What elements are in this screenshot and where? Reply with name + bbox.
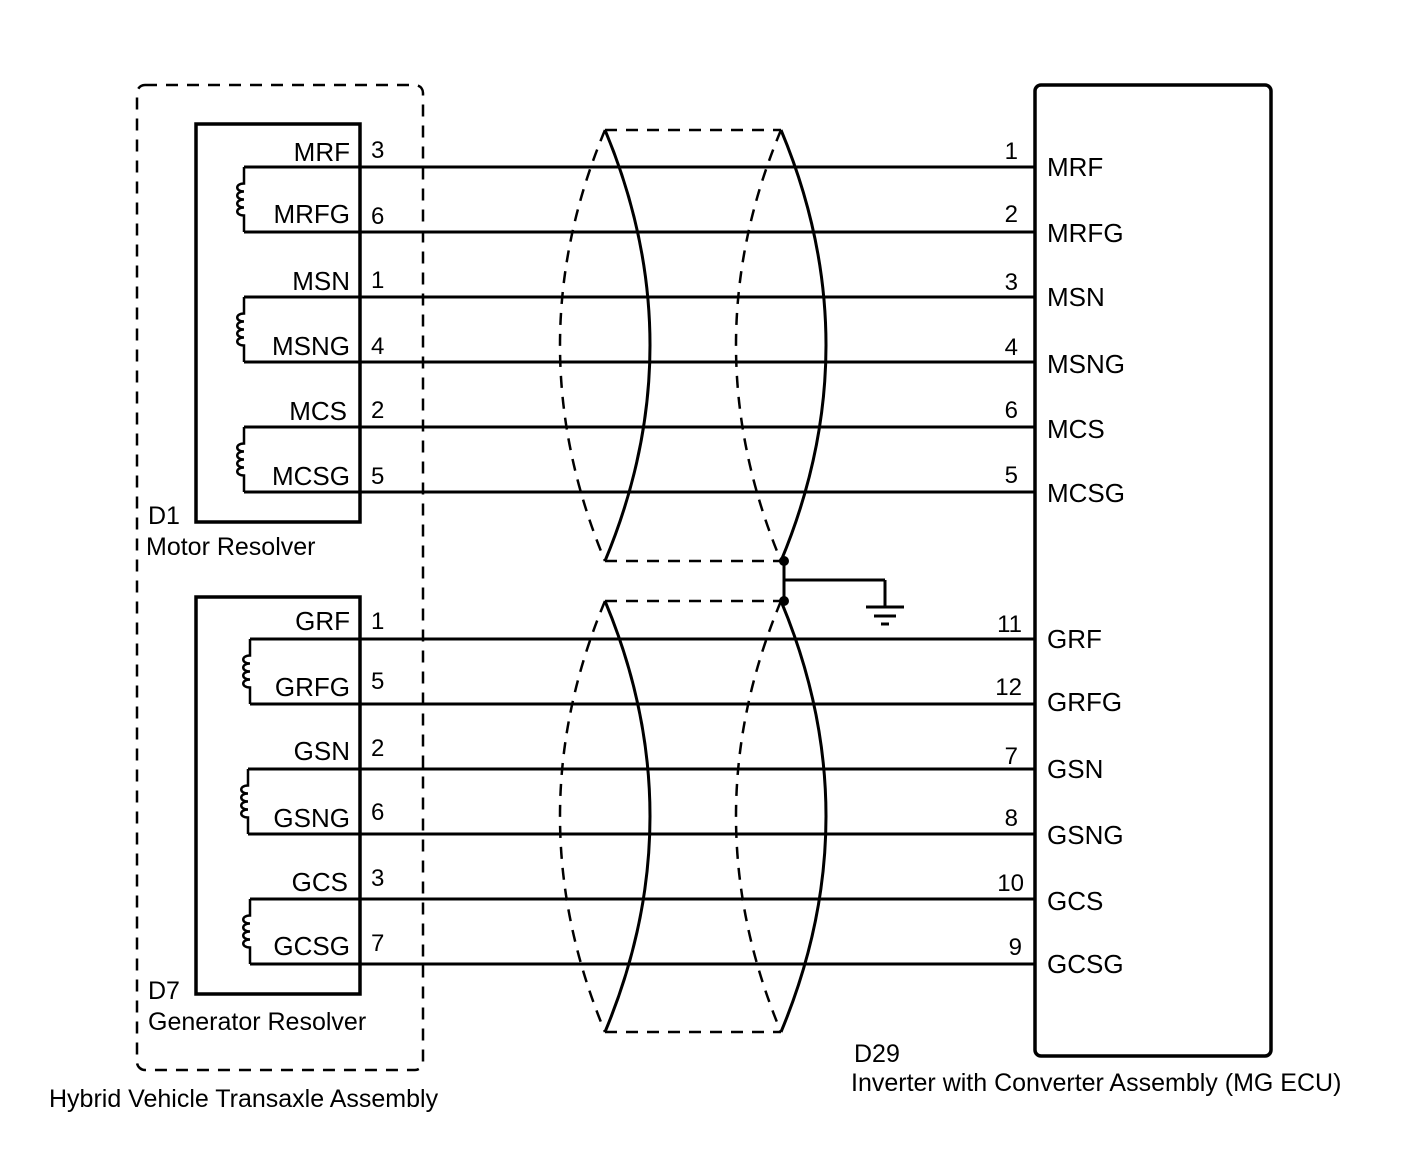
- d7-signal-label: GSNG: [273, 803, 350, 833]
- d29-signal-label: MRFG: [1047, 218, 1124, 248]
- d29-pin-number: 11: [997, 611, 1022, 638]
- d29-pin-number: 6: [1005, 397, 1018, 424]
- d29-component-name: Inverter with Converter Assembly (MG ECU…: [851, 1069, 1341, 1097]
- d29-signal-label: GCS: [1047, 886, 1103, 916]
- resolver-coils: [236, 167, 252, 964]
- transaxle-enclosure: [135, 83, 425, 1072]
- d7-pin-number: 2: [371, 735, 384, 762]
- shield-ground: [779, 556, 887, 606]
- d29-signal-label: GSNG: [1047, 820, 1124, 850]
- generator-resolver-shield: [558, 599, 828, 1034]
- d29-signal-label: MSN: [1047, 282, 1105, 312]
- d29-signal-label: GRF: [1047, 624, 1102, 654]
- d1-component-name: Motor Resolver: [146, 533, 316, 561]
- d7-signal-label: GCSG: [273, 931, 350, 961]
- d7-signal-label: GCS: [292, 867, 348, 897]
- d1-pin-number: 4: [371, 333, 384, 360]
- d29-pin-number: 9: [1009, 934, 1022, 961]
- shield-junction-lower: [779, 596, 789, 606]
- d1-pin-number: 1: [371, 267, 384, 294]
- d29-signal-label: GRFG: [1047, 687, 1122, 717]
- d29-pin-number: 1: [1005, 138, 1018, 165]
- d29-pin-number: 5: [1005, 462, 1018, 489]
- d1-pin-number: 2: [371, 397, 384, 424]
- coil-icon: [240, 769, 250, 834]
- d1-signal-label: MSN: [292, 266, 350, 296]
- coil-icon: [242, 639, 252, 704]
- d7-connector-code: D7: [148, 977, 180, 1005]
- d1-signal-label: MCS: [289, 396, 347, 426]
- d29-pin-number: 3: [1005, 269, 1018, 296]
- d29-signal-label: MCSG: [1047, 478, 1125, 508]
- inverter-box: [1033, 83, 1273, 1058]
- d7-pin-number: 7: [371, 930, 384, 957]
- d1-pin-number: 5: [371, 463, 384, 490]
- d7-signal-label: GSN: [294, 736, 350, 766]
- d29-signal-label: GSN: [1047, 754, 1103, 784]
- generator-resolver-terminals: GRF 1 GRFG 5 GSN 2 GSNG 6 GCS 3 GCSG 7: [273, 606, 384, 961]
- generator-resolver-box: [194, 595, 362, 996]
- d1-connector-code: D1: [148, 502, 180, 530]
- d29-pin-number: 2: [1005, 201, 1018, 228]
- coil-icon: [242, 899, 252, 964]
- coil-icon: [236, 427, 246, 492]
- d7-pin-number: 5: [371, 668, 384, 695]
- transaxle-assembly-name: Hybrid Vehicle Transaxle Assembly: [49, 1085, 439, 1113]
- d7-signal-label: GRF: [295, 606, 350, 636]
- d29-pin-number: 10: [997, 870, 1024, 897]
- d7-pin-number: 1: [371, 608, 384, 635]
- motor-resolver-box: [194, 122, 362, 524]
- d1-signal-label: MCSG: [272, 461, 350, 491]
- d1-signal-label: MSNG: [272, 331, 350, 361]
- motor-resolver-shield: [558, 128, 828, 563]
- d29-signal-label: GCSG: [1047, 949, 1124, 979]
- d1-signal-label: MRFG: [273, 199, 350, 229]
- d1-pin-number: 3: [371, 137, 384, 164]
- d29-signal-label: MRF: [1047, 152, 1103, 182]
- d1-signal-label: MRF: [294, 137, 350, 167]
- d29-signal-label: MCS: [1047, 414, 1105, 444]
- d29-pin-number: 12: [995, 674, 1022, 701]
- d29-pin-number: 8: [1005, 805, 1018, 832]
- harness-wires: [244, 165, 1035, 966]
- ground-icon: [866, 605, 904, 626]
- inverter-terminals: 1 MRF 2 MRFG 3 MSN 4 MSNG 6 MCS 5 MCSG 1…: [995, 138, 1125, 979]
- d7-pin-number: 6: [371, 799, 384, 826]
- coil-icon: [236, 167, 246, 232]
- d7-signal-label: GRFG: [275, 672, 350, 702]
- coil-icon: [236, 297, 246, 362]
- d1-pin-number: 6: [371, 203, 384, 230]
- d29-connector-code: D29: [854, 1040, 900, 1068]
- d7-component-name: Generator Resolver: [148, 1008, 366, 1036]
- shield-junction-upper: [779, 556, 789, 566]
- d29-pin-number: 7: [1005, 743, 1018, 770]
- d29-pin-number: 4: [1005, 334, 1018, 361]
- d29-signal-label: MSNG: [1047, 349, 1125, 379]
- motor-resolver-terminals: MRF 3 MRFG 6 MSN 1 MSNG 4 MCS 2 MCSG 5: [272, 137, 384, 491]
- d7-pin-number: 3: [371, 865, 384, 892]
